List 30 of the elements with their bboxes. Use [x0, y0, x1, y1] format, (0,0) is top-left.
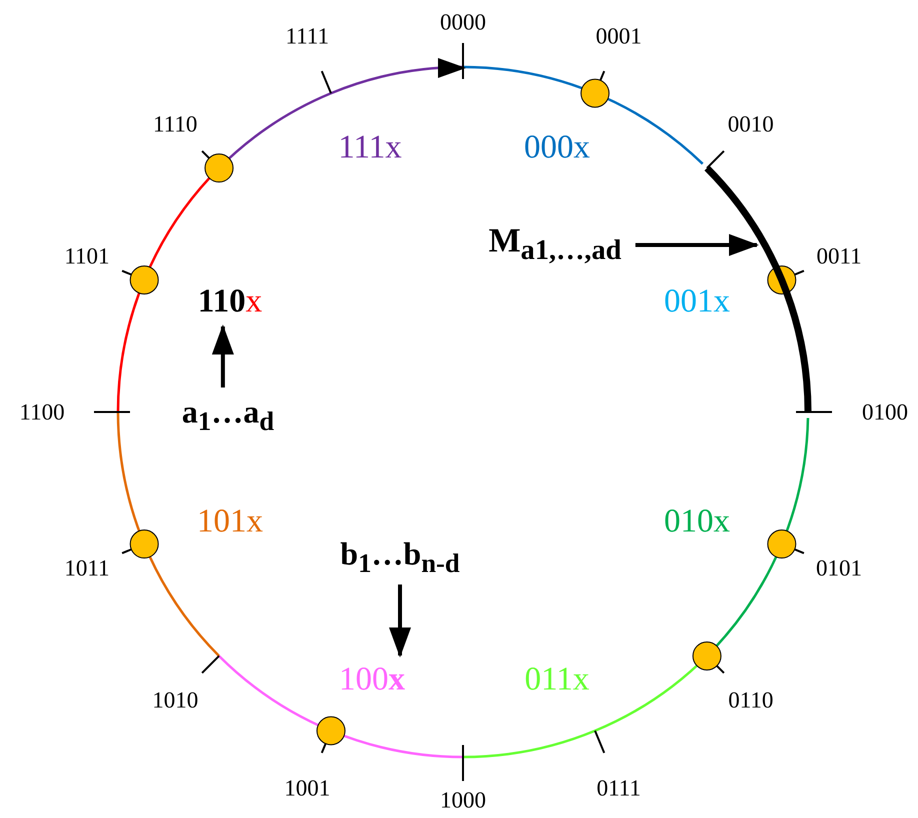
tick-label: 1011 — [64, 556, 110, 580]
segment-label: 111x — [338, 132, 402, 164]
node-label: a$_{1}$…a$_{d}$ — [182, 395, 274, 435]
segment-label: 000x — [524, 132, 590, 164]
node-label: b$_{1}$…b$_{n-d}$ — [340, 537, 460, 577]
segment-label: 101x — [197, 506, 263, 538]
segment-label: 011x — [524, 664, 590, 696]
tick-label: 0010 — [728, 112, 774, 136]
node-label: M$_{a1,…,ad}$ — [488, 224, 622, 266]
segment-label: 100x — [339, 664, 405, 696]
segment-label: 010x — [664, 506, 730, 538]
tick-label: 0100 — [862, 400, 908, 424]
tick-label: 1001 — [284, 776, 330, 800]
tick-label: 1100 — [19, 400, 65, 424]
arrow — [635, 234, 759, 256]
tick-label: 0110 — [728, 688, 774, 712]
tick-label: 0000 — [440, 10, 486, 34]
segment-label: 001x — [664, 286, 730, 318]
tick-label: 0001 — [596, 24, 642, 48]
tick-label: 1000 — [440, 788, 486, 812]
tick-label: 1110 — [153, 112, 198, 136]
tick-label: 1111 — [286, 24, 329, 48]
segment-label: 110x — [198, 286, 262, 318]
tick-label: 1010 — [152, 688, 198, 712]
tick-label: 0111 — [596, 776, 641, 800]
tick-label: 1101 — [64, 244, 110, 268]
tick-label: 0011 — [816, 244, 862, 268]
arrow — [389, 584, 411, 658]
tick-label: 0101 — [816, 556, 862, 580]
arrow — [212, 324, 234, 388]
